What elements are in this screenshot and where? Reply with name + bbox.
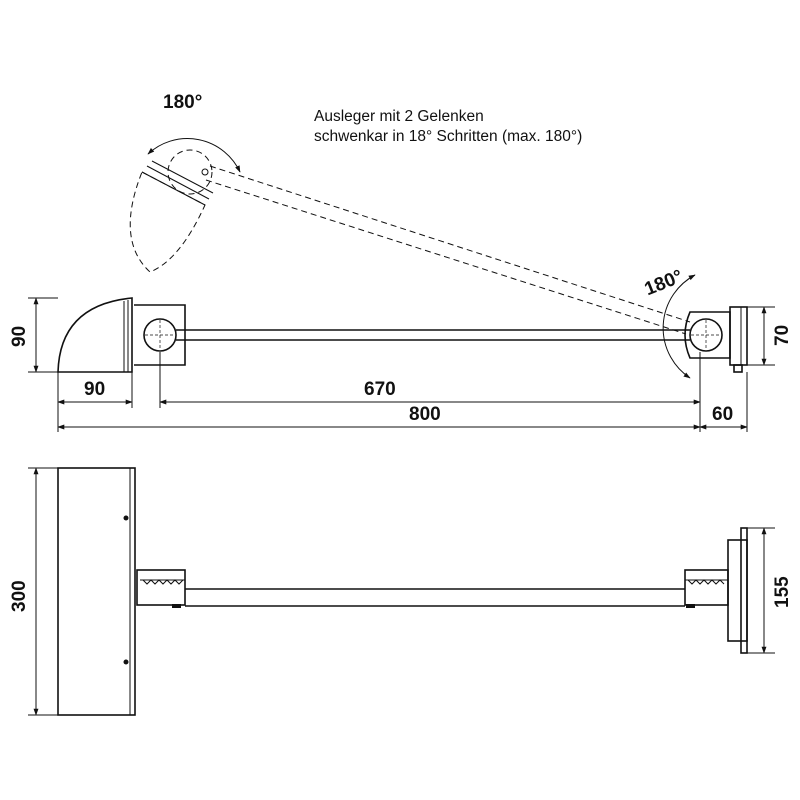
dim-arm-length: 670 (364, 379, 396, 400)
top-view (57, 467, 748, 716)
wall-mount-side (729, 306, 748, 366)
dim-head-height: 90 (9, 326, 30, 347)
dim-total-length: 800 (409, 404, 441, 425)
swivel-arc-top-left (147, 138, 241, 173)
joint-left (143, 318, 177, 352)
wall-mount-top (727, 539, 748, 642)
lamp-head-top (57, 467, 136, 716)
dim-mount-depth: 60 (712, 404, 733, 425)
note-line-1: Ausleger mit 2 Gelenken (314, 108, 484, 125)
angle-label-top-left: 180° (163, 92, 202, 113)
angle-label-right: 180° (642, 266, 686, 300)
dim-mount-height: 70 (772, 325, 793, 346)
dim-head-width: 90 (84, 379, 105, 400)
note-line-2: schwenkar in 18° Schritten (max. 180°) (314, 128, 582, 145)
dim-head-depth: 300 (9, 580, 30, 612)
swiveled-position-outline (129, 149, 691, 335)
swivel-arc-right (662, 274, 696, 379)
dim-plate-height: 155 (772, 576, 793, 608)
side-view (57, 297, 748, 373)
lamp-head-side (57, 297, 133, 373)
